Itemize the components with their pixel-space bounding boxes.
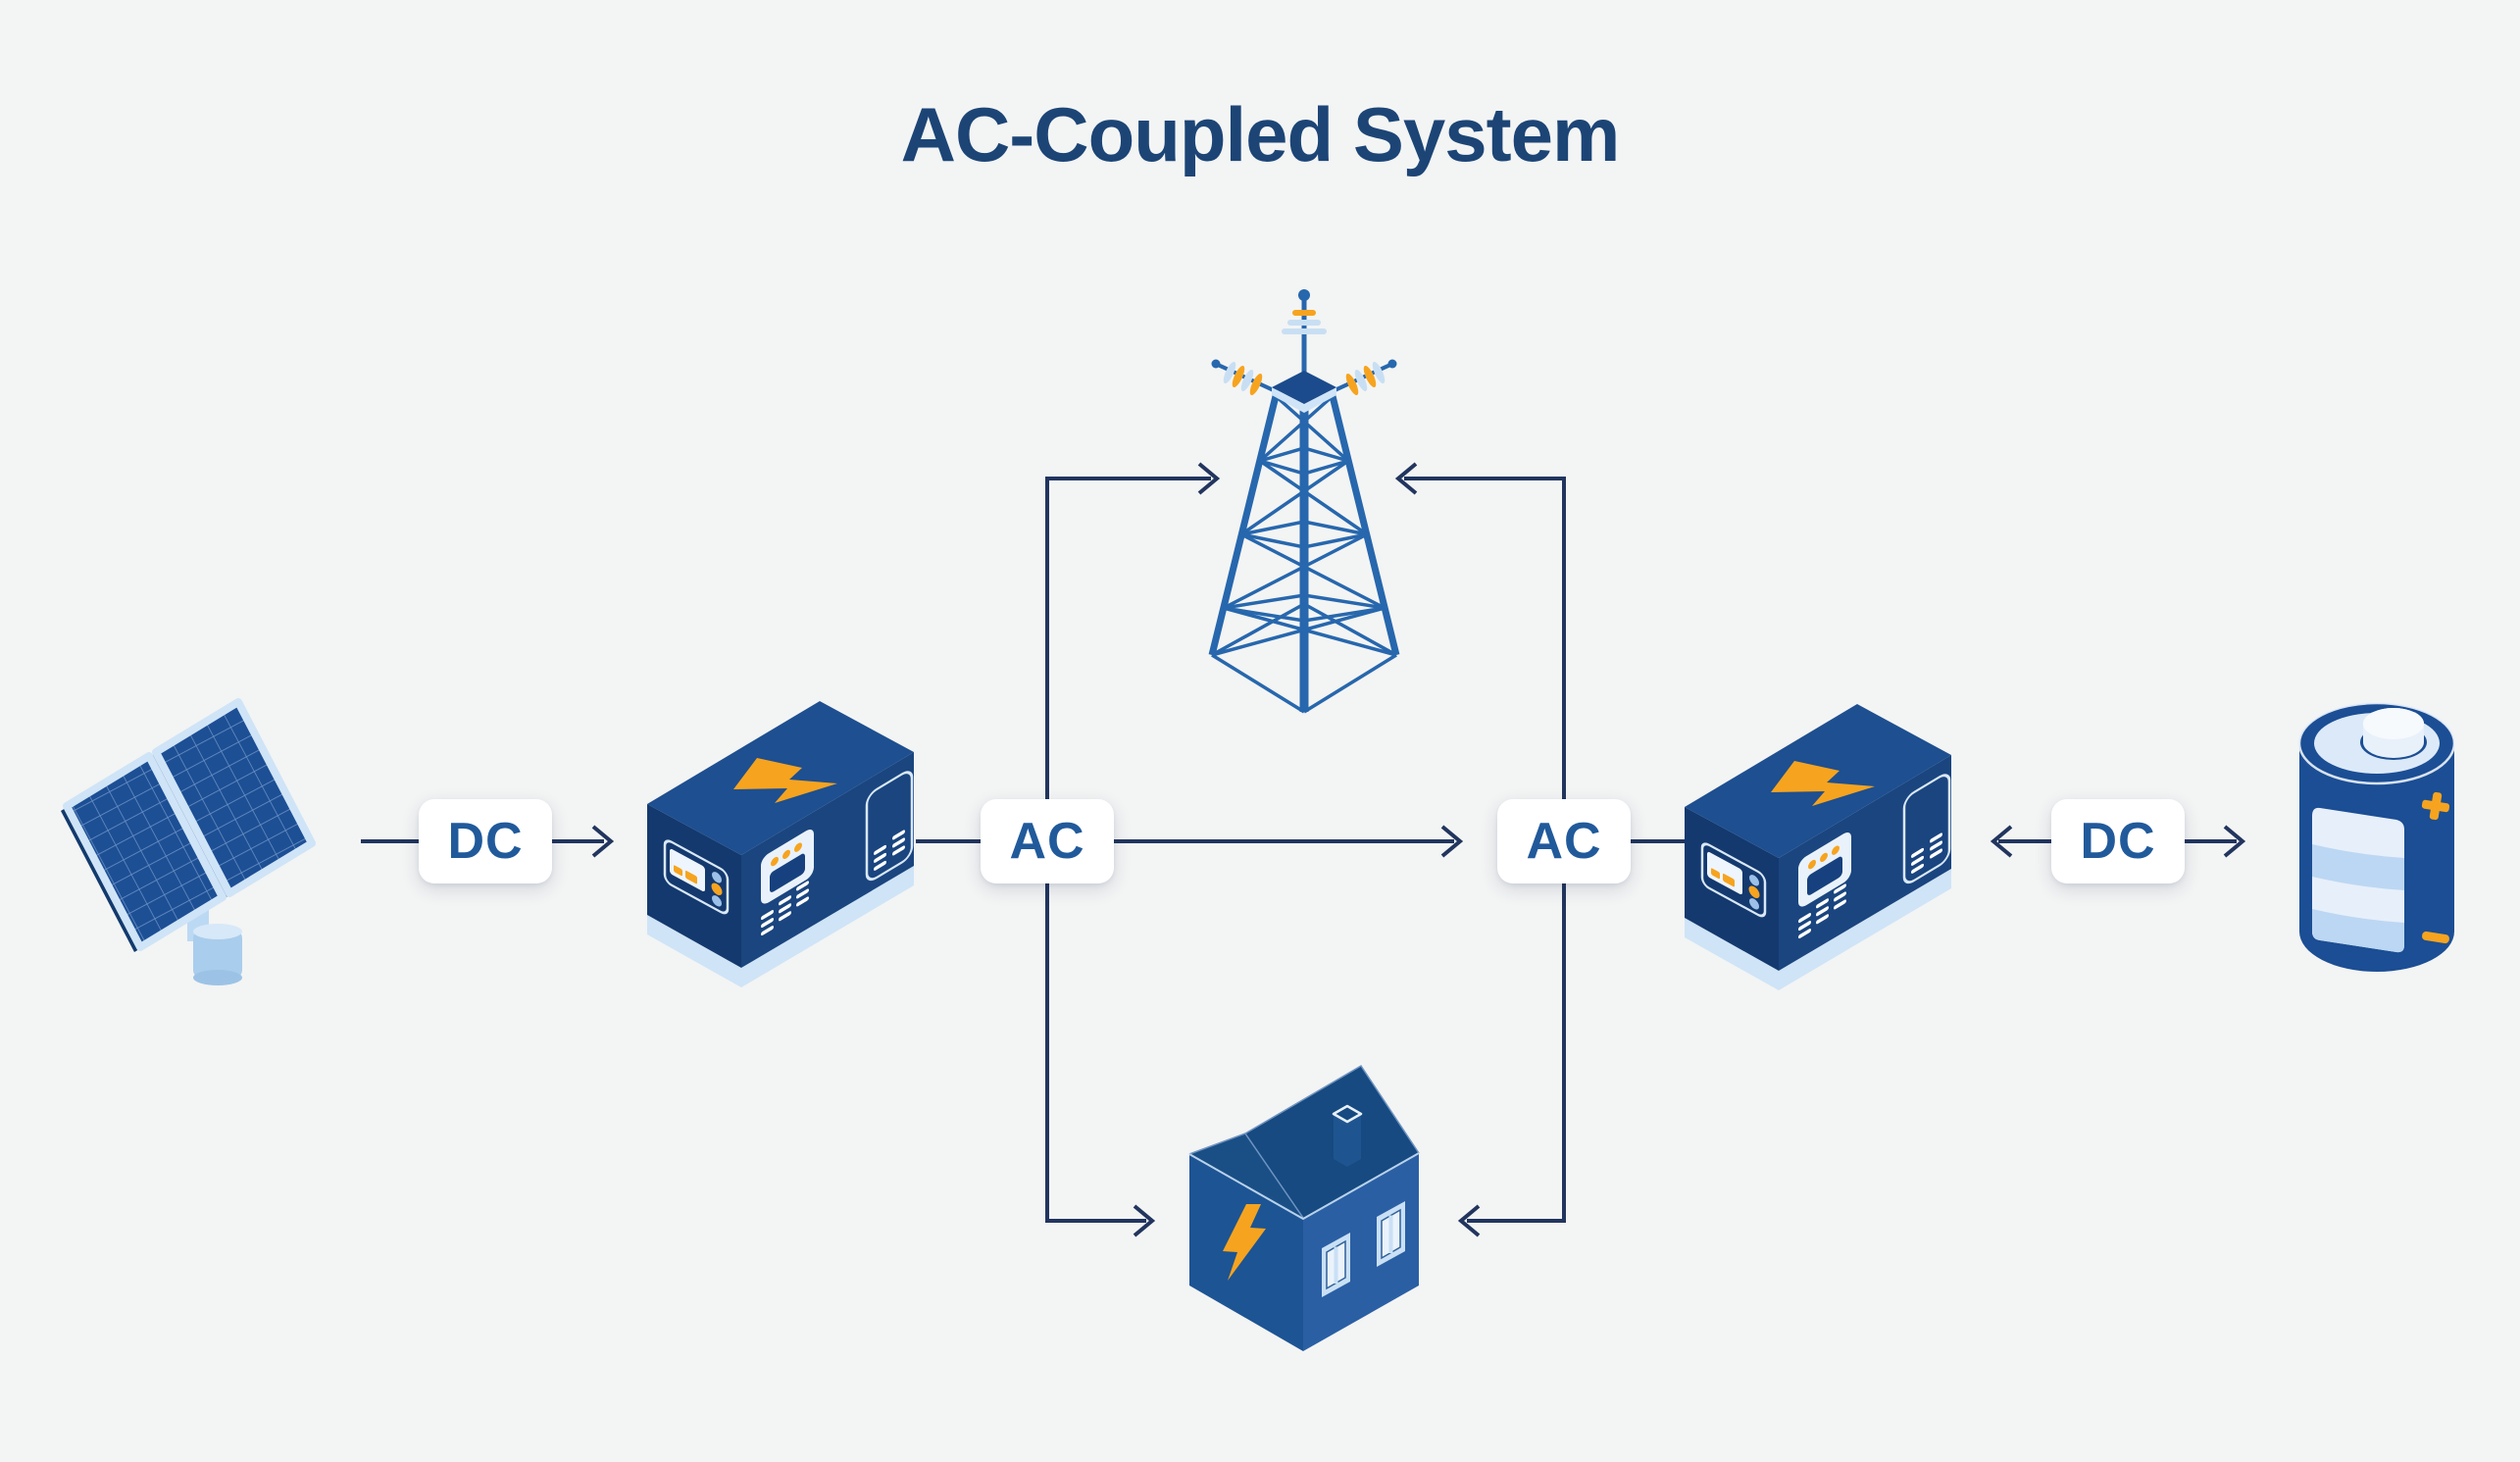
badge-ac-left: AC [981,799,1114,883]
line-ac-right-to-grid [1404,477,1566,841]
solar-panel-icon [61,698,316,985]
inverter-right-icon [1683,702,1953,992]
badge-dc-battery: DC [2051,799,2185,883]
line-ac-right-to-house [1467,841,1566,1223]
lightning-bolt-icon [1223,1204,1266,1281]
badge-ac-right: AC [1497,799,1631,883]
house-window [1377,1201,1405,1267]
arrowhead-left-icon [1990,825,2013,858]
badge-dc-solar: DC [419,799,552,883]
battery-icon [2297,701,2456,972]
arrowhead-left-icon [1394,462,1418,495]
connector-lines [361,462,2246,1237]
line-ac-left-to-grid [1045,477,1211,841]
arrowhead-right-icon [1440,825,1464,858]
line-ac-left-to-house [1045,841,1146,1223]
arrowhead-right-icon [1133,1204,1156,1237]
arrowhead-left-icon [1457,1204,1481,1237]
chimney [1334,1114,1361,1167]
inverter-left-icon [645,699,916,989]
plus-icon [2421,791,2450,821]
house-window [1322,1233,1350,1297]
page-title: AC-Coupled System [900,91,1621,177]
solar-base [193,930,242,979]
arrowhead-right-icon [2223,825,2246,858]
antenna-disc [1292,310,1316,316]
arrowhead-right-icon [1197,462,1221,495]
arrowhead-right-icon [591,825,615,858]
battery-charge-window [2312,807,2404,953]
minus-icon [2422,931,2449,944]
house-icon [1188,1064,1420,1351]
grid-tower-icon [1208,289,1400,714]
